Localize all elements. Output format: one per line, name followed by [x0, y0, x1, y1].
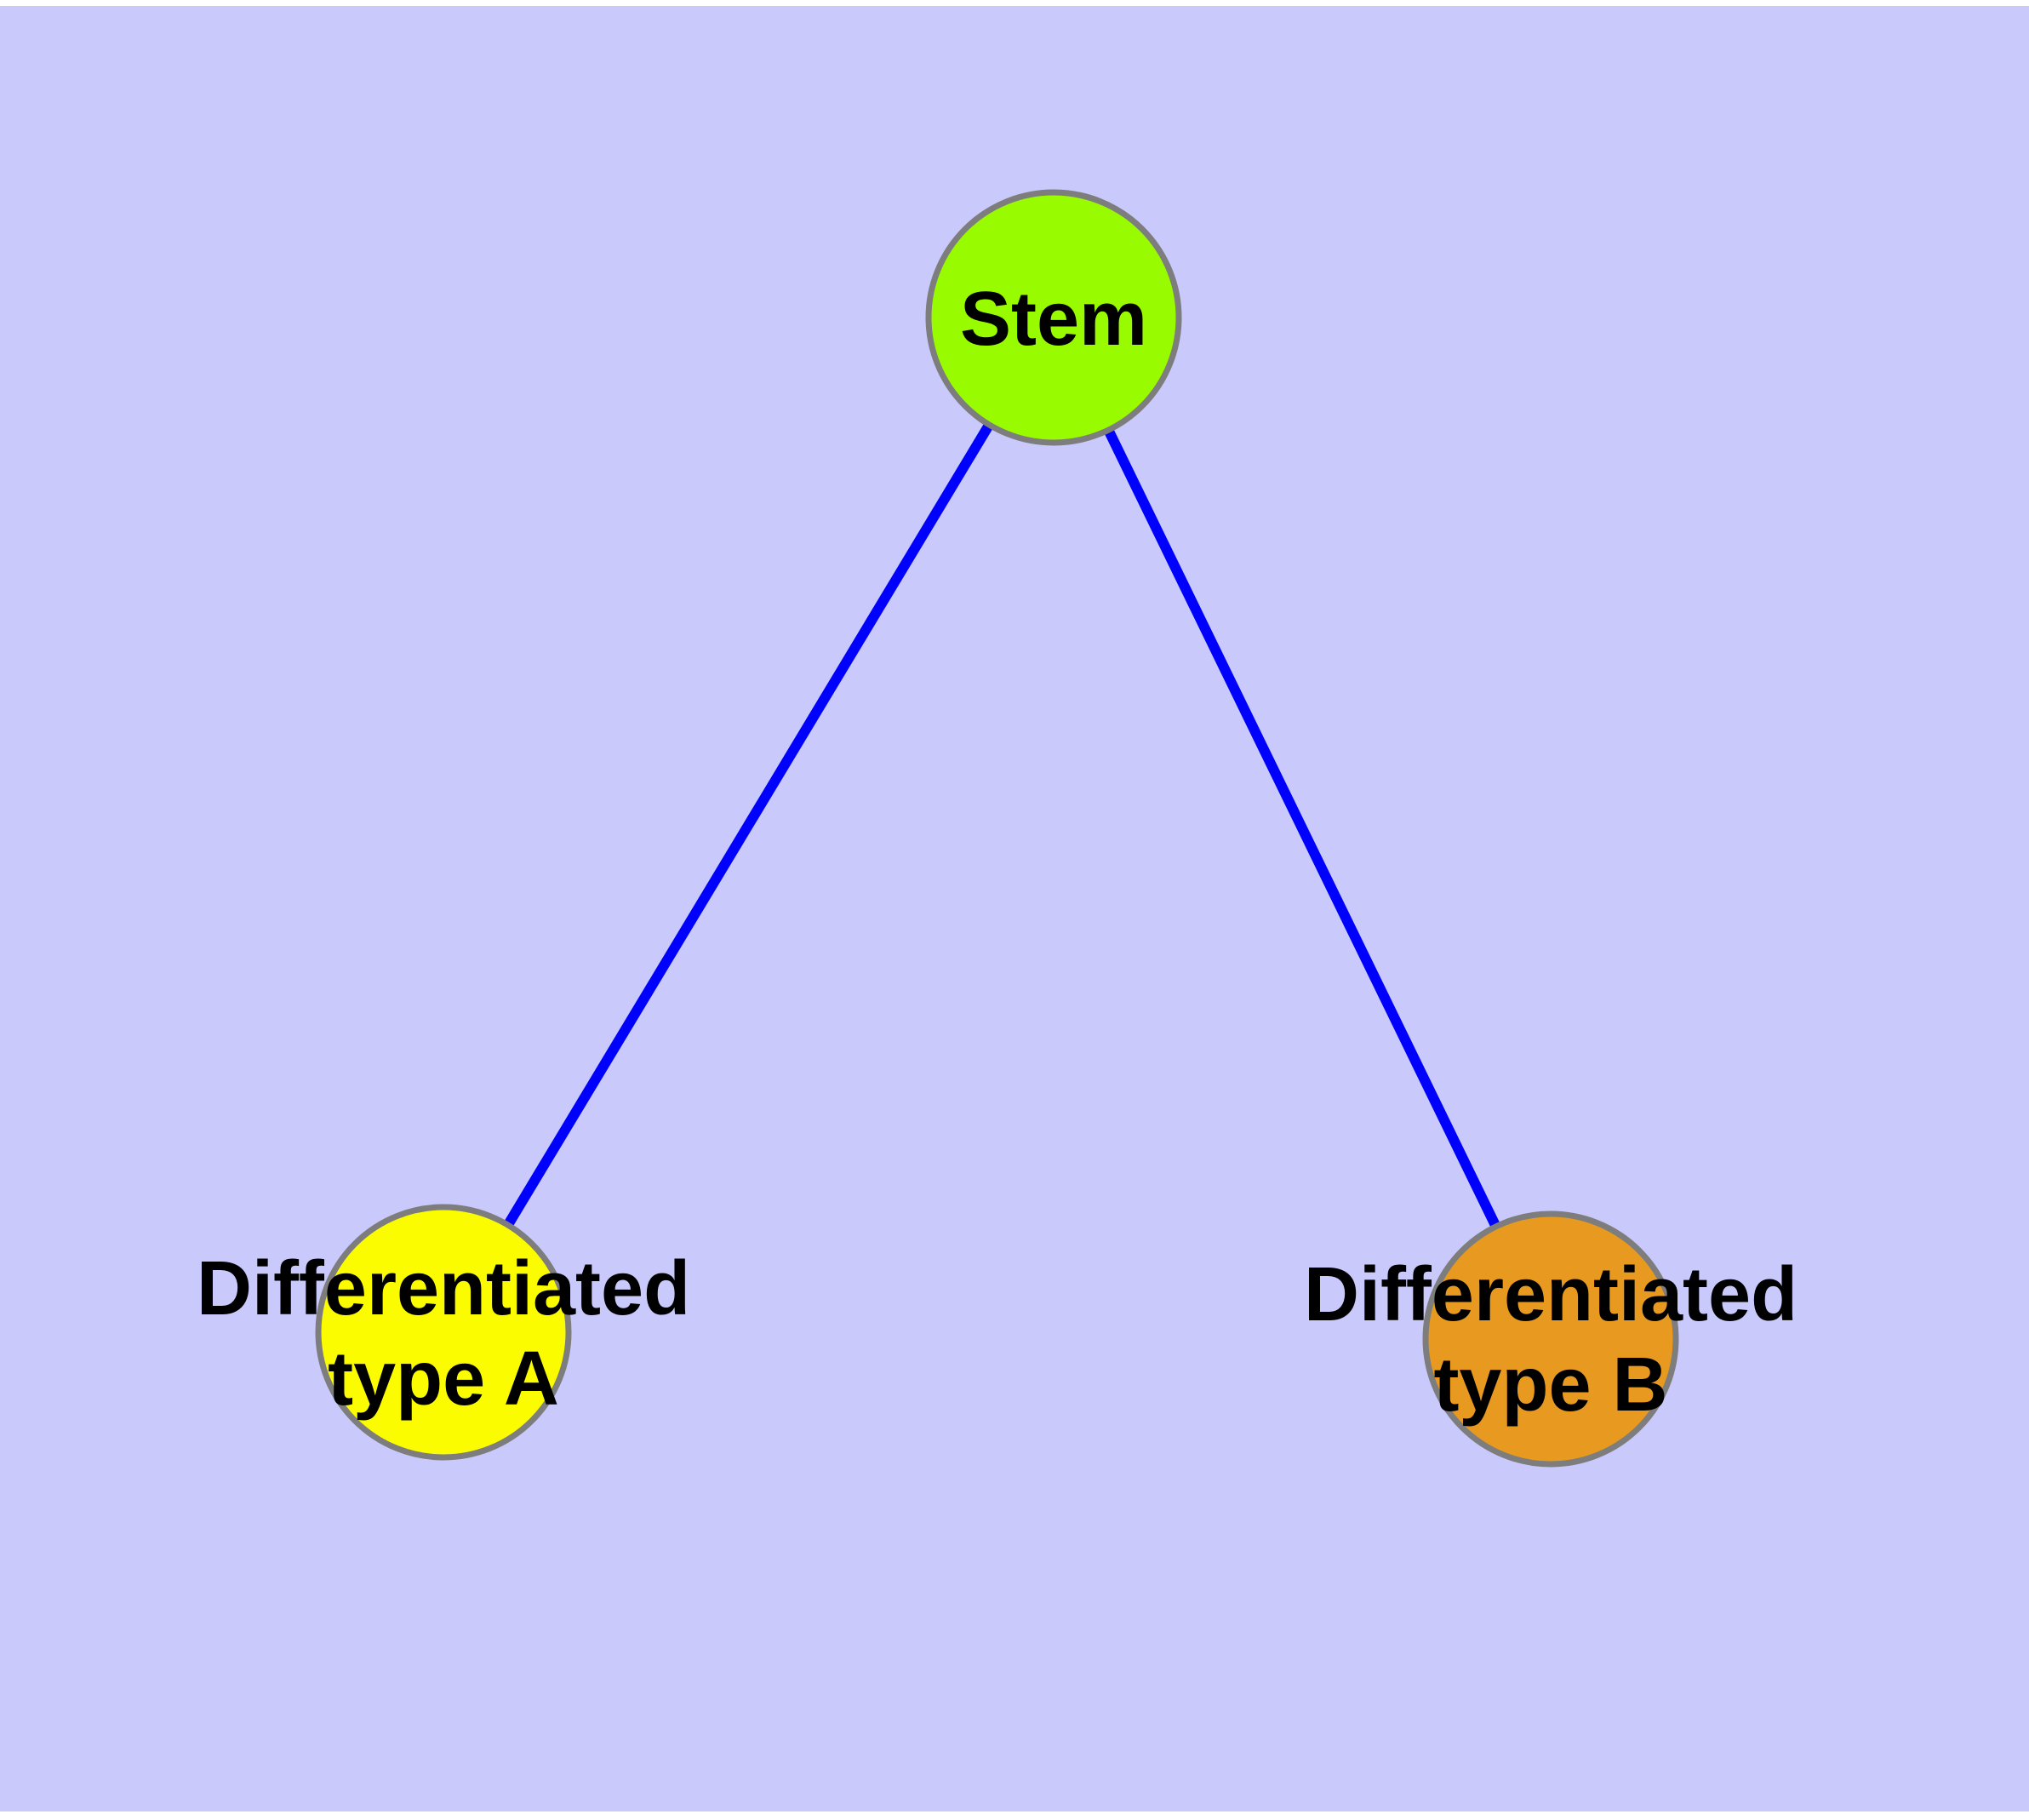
node-stem [925, 189, 1182, 446]
node-type-b [1422, 1210, 1679, 1468]
node-type-a [315, 1204, 572, 1461]
edge-stem-to-type-b [1049, 315, 1556, 1342]
edge-stem-to-type-a [438, 314, 1059, 1336]
node-label-type-a: Differentiated type A [196, 1245, 691, 1422]
node-label-stem: Stem [959, 276, 1148, 362]
node-label-type-b: Differentiated type B [1303, 1251, 1798, 1428]
